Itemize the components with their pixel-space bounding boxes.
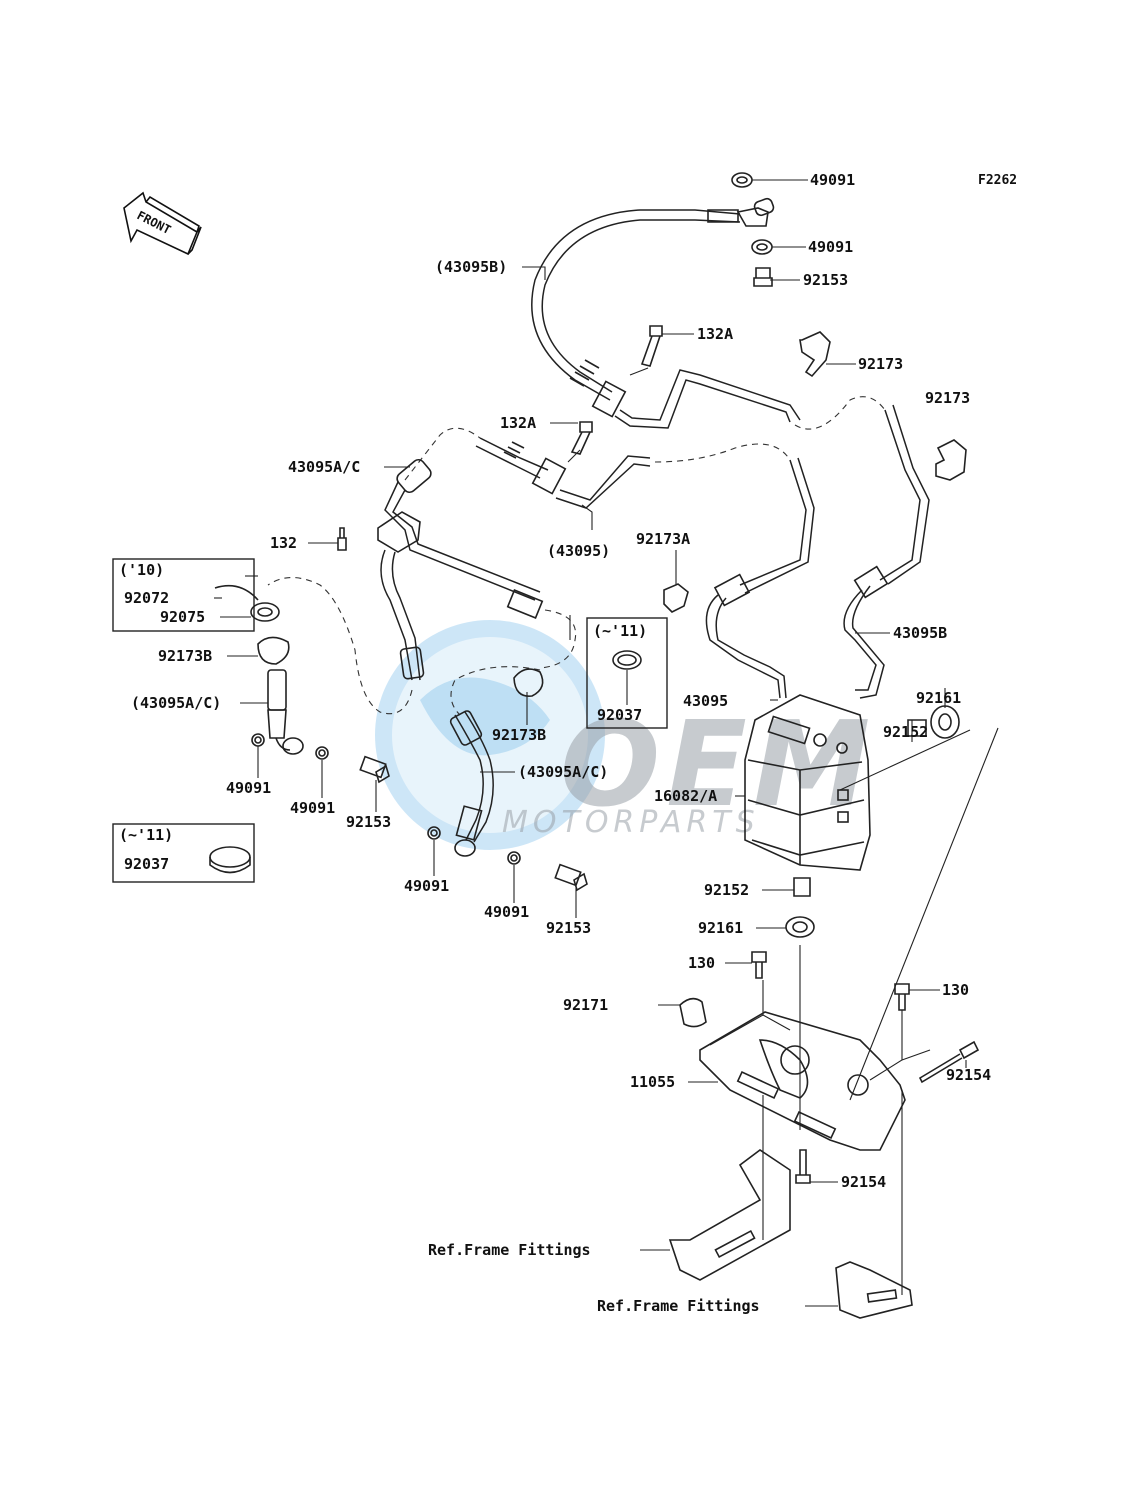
front-arrow-icon: FRONT <box>123 191 202 256</box>
label-43095: 43095 <box>683 692 728 710</box>
box-2010-title: ('10) <box>119 561 164 579</box>
box-2011-left-title: (~'11) <box>119 826 173 844</box>
figure-code: F2262 <box>978 173 1017 188</box>
part-labels: 49091 49091 92153 (43095B) 132A 92173 92… <box>119 171 991 1315</box>
label-92153-top: 92153 <box>803 271 848 289</box>
abs-bracket <box>668 1011 913 1319</box>
label-92075: 92075 <box>160 608 205 626</box>
reference-lines <box>569 615 999 1295</box>
label-43095ac: 43095A/C <box>288 458 360 476</box>
box-2011-right <box>586 617 668 729</box>
label-92152-top: 92152 <box>883 723 928 741</box>
label-92161-bottom: 92161 <box>698 919 743 937</box>
label-92153-bottom: 92153 <box>546 919 591 937</box>
abs-hydraulic-unit <box>744 694 871 871</box>
small-parts <box>209 172 980 1184</box>
watermark-sub: MOTORPARTS <box>502 805 760 840</box>
label-43095-paren: (43095) <box>547 542 610 560</box>
label-92154-bottom: 92154 <box>841 1173 886 1191</box>
label-92153-left: 92153 <box>346 813 391 831</box>
label-92173b-left: 92173B <box>158 647 212 665</box>
label-43095ac-paren-left: (43095A/C) <box>131 694 221 712</box>
box-2011-right-title: (~'11) <box>593 622 647 640</box>
label-92154-right: 92154 <box>946 1066 991 1084</box>
label-92072: 92072 <box>124 589 169 607</box>
label-49091-bottom-b: 49091 <box>484 903 529 921</box>
label-49091-top2: 49091 <box>808 238 853 256</box>
label-49091-left-a: 49091 <box>226 779 271 797</box>
label-92152-bottom: 92152 <box>704 881 749 899</box>
label-92173a: 92173A <box>636 530 690 548</box>
label-132a-lower: 132A <box>500 414 536 432</box>
label-92161-top: 92161 <box>916 689 961 707</box>
label-92173b-mid: 92173B <box>492 726 546 744</box>
box-2011-left <box>112 823 255 883</box>
brake-lines <box>251 197 930 892</box>
label-ref-frame-fittings-a: Ref.Frame Fittings <box>428 1241 591 1259</box>
label-49091-top: 49091 <box>810 171 855 189</box>
label-130-right: 130 <box>942 981 969 999</box>
leader-lines <box>214 179 967 1307</box>
label-43095b-paren: (43095B) <box>435 258 507 276</box>
label-92037-right: 92037 <box>597 706 642 724</box>
label-49091-left-b: 49091 <box>290 799 335 817</box>
label-92171: 92171 <box>563 996 608 1014</box>
label-132a-upper: 132A <box>697 325 733 343</box>
label-ref-frame-fittings-b: Ref.Frame Fittings <box>597 1297 760 1315</box>
label-92173-right: 92173 <box>925 389 970 407</box>
label-92037-left: 92037 <box>124 855 169 873</box>
label-130-left: 130 <box>688 954 715 972</box>
label-16082a: 16082/A <box>654 787 717 805</box>
label-11055: 11055 <box>630 1073 675 1091</box>
label-49091-bottom-a: 49091 <box>404 877 449 895</box>
label-43095b: 43095B <box>893 624 947 642</box>
label-43095ac-paren-mid: (43095A/C) <box>518 763 608 781</box>
label-132: 132 <box>270 534 297 552</box>
watermark: OEM MOTORPARTS <box>375 620 870 850</box>
label-92173-upper: 92173 <box>858 355 903 373</box>
